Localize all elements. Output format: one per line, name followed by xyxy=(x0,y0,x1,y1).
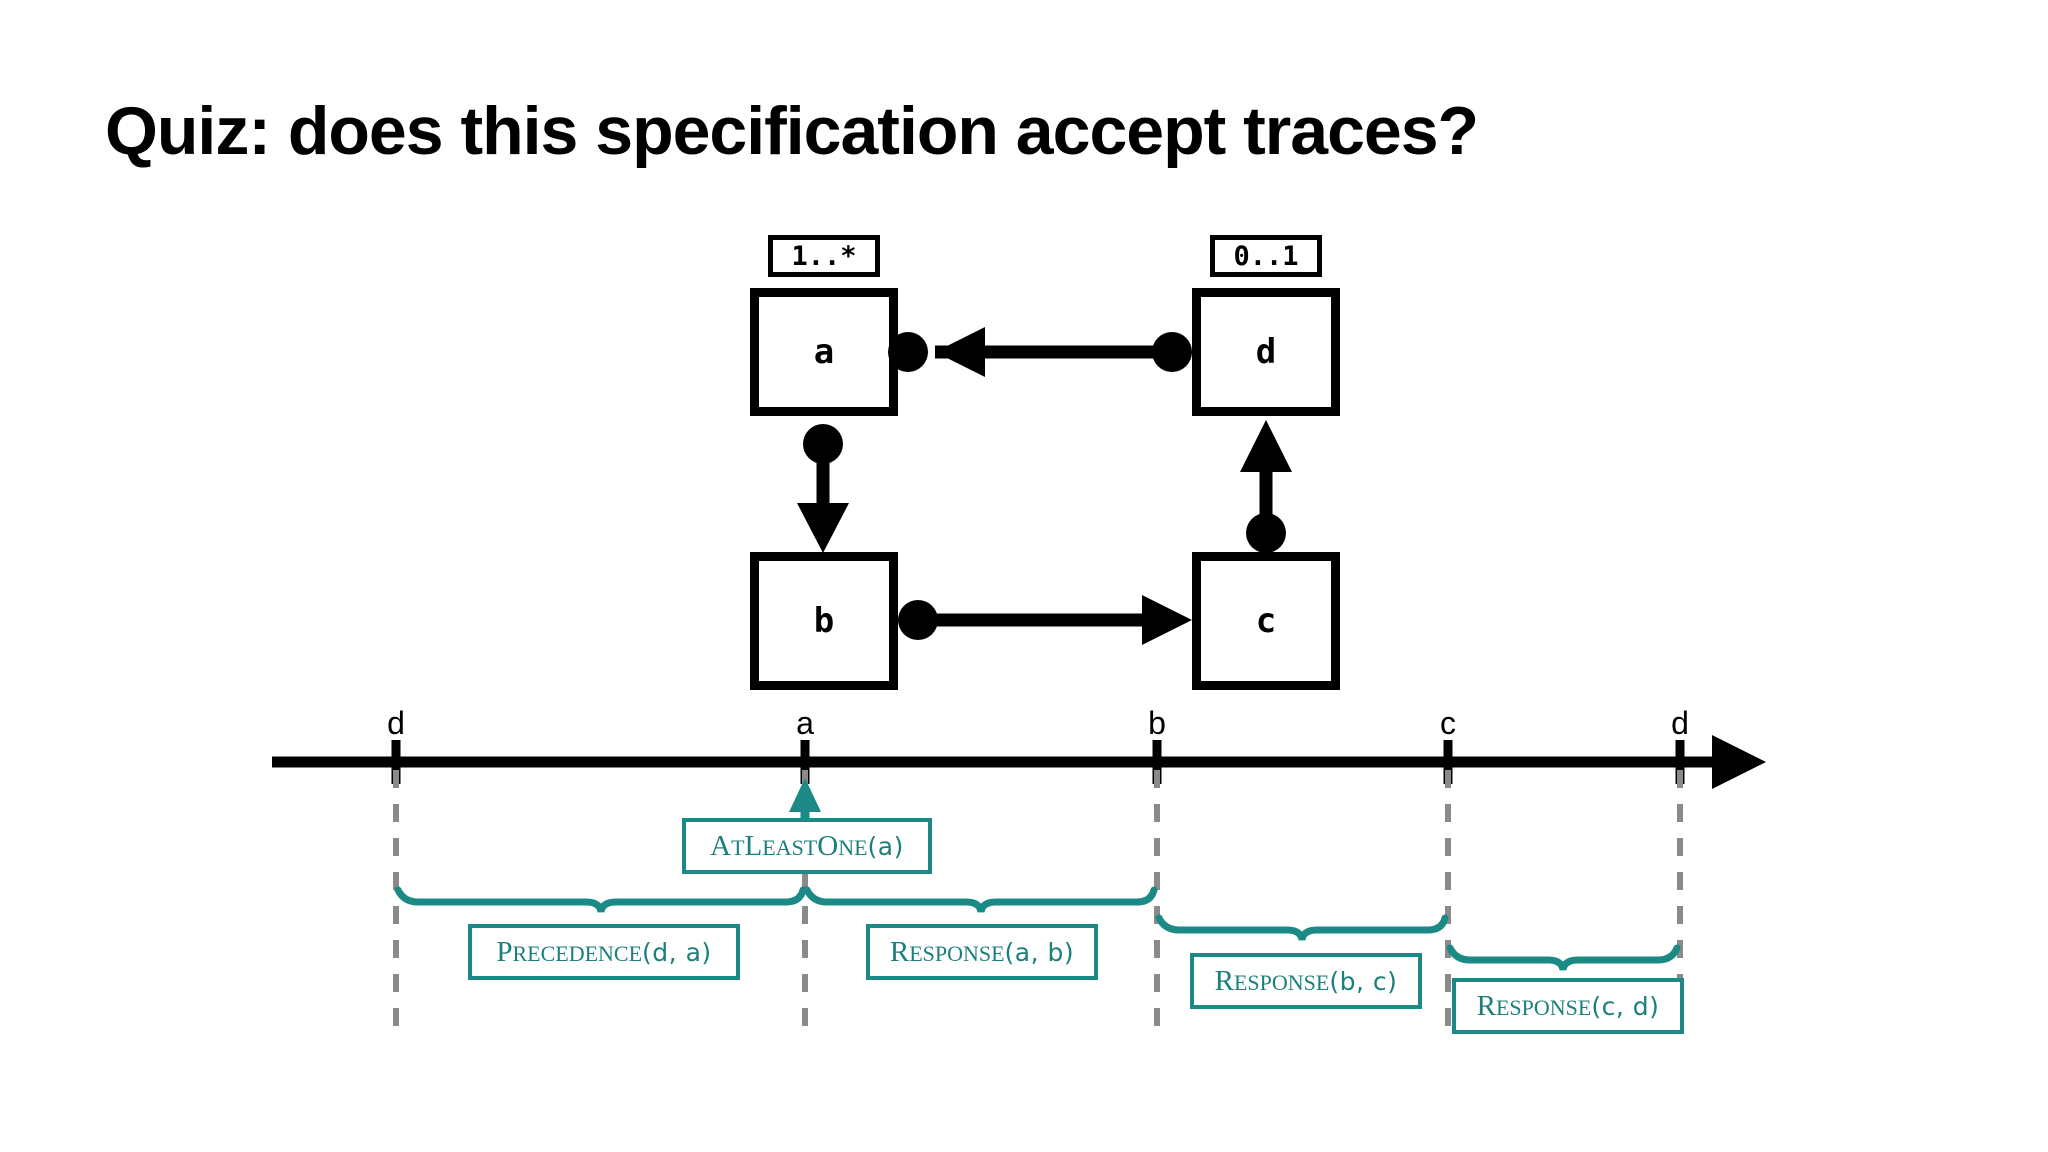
constraint-chip-precedence-d-a[interactable]: PRECEDENCE(d, a) xyxy=(468,924,740,980)
badge-multiplicity-d: 0..1 xyxy=(1210,235,1322,277)
constraint-args: (a) xyxy=(867,831,904,861)
constraint-args: (c, d) xyxy=(1591,991,1660,1021)
constraint-chip-response-a-b[interactable]: RESPONSE(a, b) xyxy=(866,924,1098,980)
edge-c-to-d xyxy=(1240,420,1292,553)
edge-a-to-b xyxy=(797,424,849,553)
timeline-ticks xyxy=(391,740,1685,784)
timeline-axis xyxy=(272,735,1766,789)
constraint-name: ATLEASTONE xyxy=(710,829,868,862)
brace-response-b-c xyxy=(1155,914,1449,941)
constraint-args: (a, b) xyxy=(1004,937,1075,967)
constraint-pointer-atleastone-a xyxy=(789,778,821,818)
constraint-name: RESPONSE xyxy=(1214,964,1330,997)
constraint-chip-response-b-c[interactable]: RESPONSE(b, c) xyxy=(1190,953,1422,1009)
timeline-event-label-1: a xyxy=(796,705,814,741)
node-box-c[interactable]: c xyxy=(1192,552,1340,690)
constraint-name: RESPONSE xyxy=(889,935,1005,968)
timeline-event-label-4: d xyxy=(1671,705,1689,741)
constraint-args: (b, c) xyxy=(1329,966,1398,996)
edge-b-to-c xyxy=(898,595,1192,645)
page-title: Quiz: does this specification accept tra… xyxy=(105,93,1479,169)
constraint-chip-atleastone-a[interactable]: ATLEASTONE(a) xyxy=(682,818,932,874)
timeline-event-label-0: d xyxy=(387,705,405,741)
brace-precedence-d-a xyxy=(394,886,807,913)
brace-response-a-b xyxy=(803,886,1158,913)
constraint-name: PRECEDENCE xyxy=(496,935,643,968)
brace-response-c-d xyxy=(1446,944,1681,971)
constraint-name: RESPONSE xyxy=(1476,989,1592,1022)
timeline-event-label-3: c xyxy=(1440,705,1456,741)
constraint-args: (d, a) xyxy=(642,937,712,967)
node-box-b[interactable]: b xyxy=(750,552,898,690)
constraint-chip-response-c-d[interactable]: RESPONSE(c, d) xyxy=(1452,978,1684,1034)
badge-multiplicity-a: 1..* xyxy=(768,235,880,277)
timeline-event-label-2: b xyxy=(1148,705,1166,741)
node-box-d[interactable]: d xyxy=(1192,288,1340,416)
node-box-a[interactable]: a xyxy=(750,288,898,416)
edge-d-to-a xyxy=(888,327,1192,377)
